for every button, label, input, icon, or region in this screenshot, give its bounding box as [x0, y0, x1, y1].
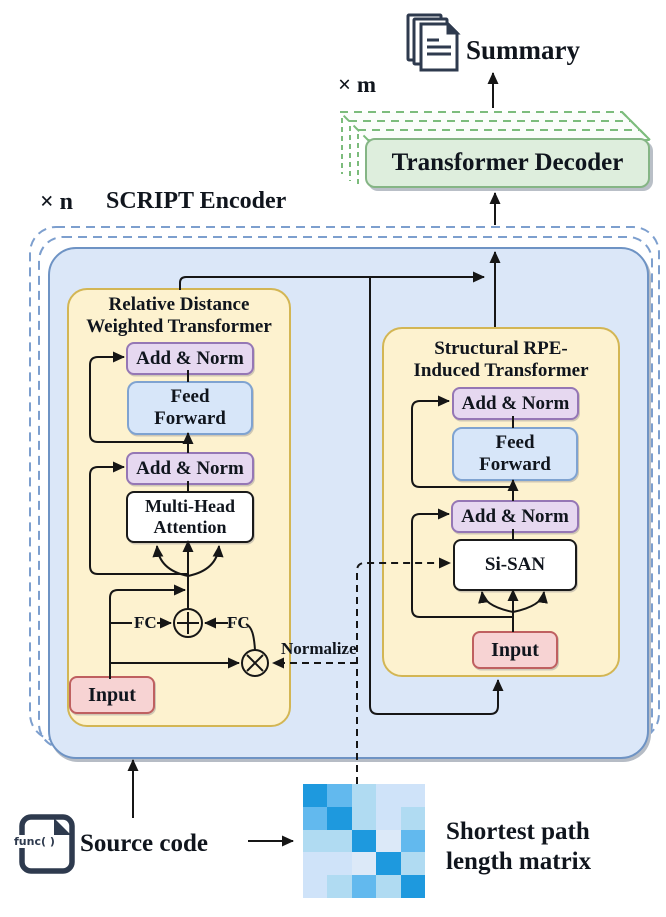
- matrix-cell: [303, 806, 328, 830]
- matrix-cell: [376, 852, 401, 876]
- srit-input-label: Input: [491, 638, 539, 661]
- rdwt-ff-line2: Forward: [154, 408, 226, 429]
- matrix-cell: [327, 875, 352, 898]
- func-icon-label: func( ): [12, 835, 57, 848]
- rdwt-mha-line1: Multi-Head: [145, 496, 235, 516]
- matrix-cell: [327, 784, 352, 807]
- matrix-cell: [303, 784, 328, 807]
- source-code-label: Source code: [80, 830, 208, 857]
- matrix-cell: [351, 829, 377, 853]
- rdwt-multi-head-attention: Multi-Head Attention: [126, 491, 254, 543]
- encoder-multiplier: × n: [40, 189, 74, 215]
- srit-title-line1: Structural RPE-: [434, 338, 568, 359]
- srit-add-norm-top-label: Add & Norm: [461, 392, 570, 414]
- rdwt-title-line1: Relative Distance: [108, 294, 250, 315]
- matrix-cell: [303, 829, 328, 853]
- srit-ff-line2: Forward: [479, 454, 551, 475]
- srit-ff-line1: Feed: [495, 432, 535, 453]
- matrix-cell: [351, 852, 377, 876]
- rdwt-add-norm-top-label: Add & Norm: [136, 347, 244, 369]
- rdwt-mha-line2: Attention: [153, 517, 227, 537]
- rdwt-title-line2: Weighted Transformer: [86, 316, 272, 338]
- rdwt-title: Relative Distance Weighted Transformer: [67, 294, 291, 338]
- fc-left-label: FC: [134, 613, 157, 632]
- rdwt-add-norm-bottom-label: Add & Norm: [136, 457, 244, 479]
- srit-title: Structural RPE- Induced Transformer: [382, 338, 620, 382]
- matrix-cell: [303, 852, 328, 876]
- srit-add-norm-bottom: Add & Norm: [451, 500, 579, 533]
- matrix-cell: [327, 829, 352, 853]
- matrix-caption-line2: length matrix: [446, 848, 592, 875]
- shortest-path-matrix: [303, 784, 425, 898]
- srit-feed-forward: Feed Forward: [452, 427, 578, 481]
- matrix-cell: [376, 829, 401, 853]
- rdwt-input-label: Input: [88, 683, 136, 706]
- rdwt-add-norm-bottom: Add & Norm: [126, 452, 254, 485]
- matrix-cell: [351, 784, 377, 807]
- srit-add-norm-bottom-label: Add & Norm: [461, 505, 569, 527]
- fc-right-label: FC: [227, 613, 250, 632]
- rdwt-input-block: Input: [69, 676, 155, 714]
- matrix-cell: [400, 829, 425, 853]
- srit-add-norm-top: Add & Norm: [452, 387, 579, 420]
- matrix-cell: [400, 806, 425, 830]
- rdwt-add-norm-top: Add & Norm: [126, 342, 254, 375]
- matrix-cell: [351, 806, 377, 830]
- matrix-cell: [376, 806, 401, 830]
- srit-input-block: Input: [472, 631, 558, 669]
- matrix-cell: [376, 875, 401, 898]
- matrix-cell: [303, 875, 328, 898]
- matrix-cell: [351, 875, 377, 898]
- decoder-multiplier: × m: [338, 72, 377, 97]
- rdwt-ff-line1: Feed: [170, 386, 210, 407]
- summary-label: Summary: [466, 35, 580, 65]
- matrix-caption-line1: Shortest path: [446, 818, 590, 845]
- matrix-cell: [400, 875, 425, 898]
- matrix-cell: [327, 852, 352, 876]
- matrix-cell: [327, 806, 352, 830]
- srit-sisan-label: Si-SAN: [484, 554, 546, 575]
- matrix-cell: [376, 784, 401, 807]
- matrix-cell: [400, 784, 425, 807]
- srit-title-line2: Induced Transformer: [413, 360, 589, 382]
- summary-docs-icon: [406, 13, 461, 72]
- srit-sisan-block: Si-SAN: [453, 539, 577, 591]
- matrix-cell: [400, 852, 425, 876]
- encoder-title: SCRIPT Encoder: [106, 188, 287, 214]
- transformer-decoder-block: Transformer Decoder: [365, 138, 650, 188]
- normalize-label: Normalize: [281, 639, 357, 658]
- transformer-decoder-label: Transformer Decoder: [391, 149, 624, 176]
- rdwt-feed-forward: Feed Forward: [127, 381, 253, 435]
